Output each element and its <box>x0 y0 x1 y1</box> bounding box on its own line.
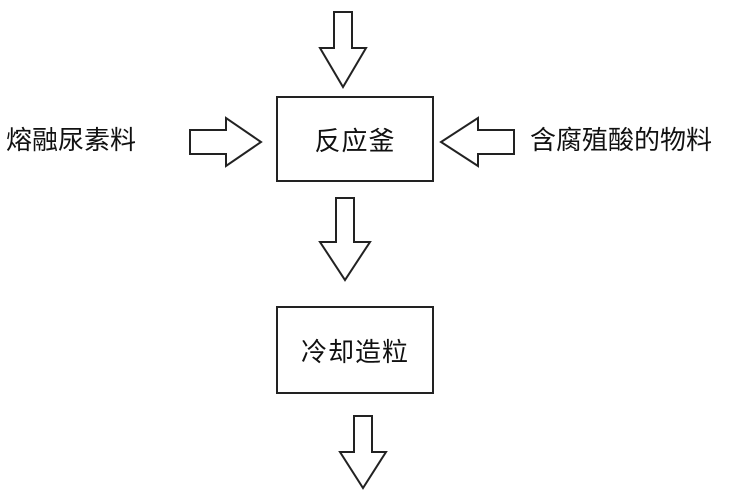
reactor-box: 反应釜 <box>276 96 434 182</box>
arrow-reactor-to-granulation <box>318 197 372 282</box>
arrow-left-input <box>189 116 263 168</box>
input-label-humic-acid-material: 含腐殖酸的物料 <box>530 126 713 156</box>
input-label-molten-urea: 熔融尿素料 <box>6 126 137 156</box>
granulation-label: 冷却造粒 <box>300 337 409 368</box>
arrow-top-input <box>318 11 368 89</box>
arrow-right-input <box>439 116 515 168</box>
granulation-box: 冷却造粒 <box>276 306 434 394</box>
reactor-label: 反应釜 <box>314 126 396 157</box>
arrow-output <box>338 415 388 490</box>
